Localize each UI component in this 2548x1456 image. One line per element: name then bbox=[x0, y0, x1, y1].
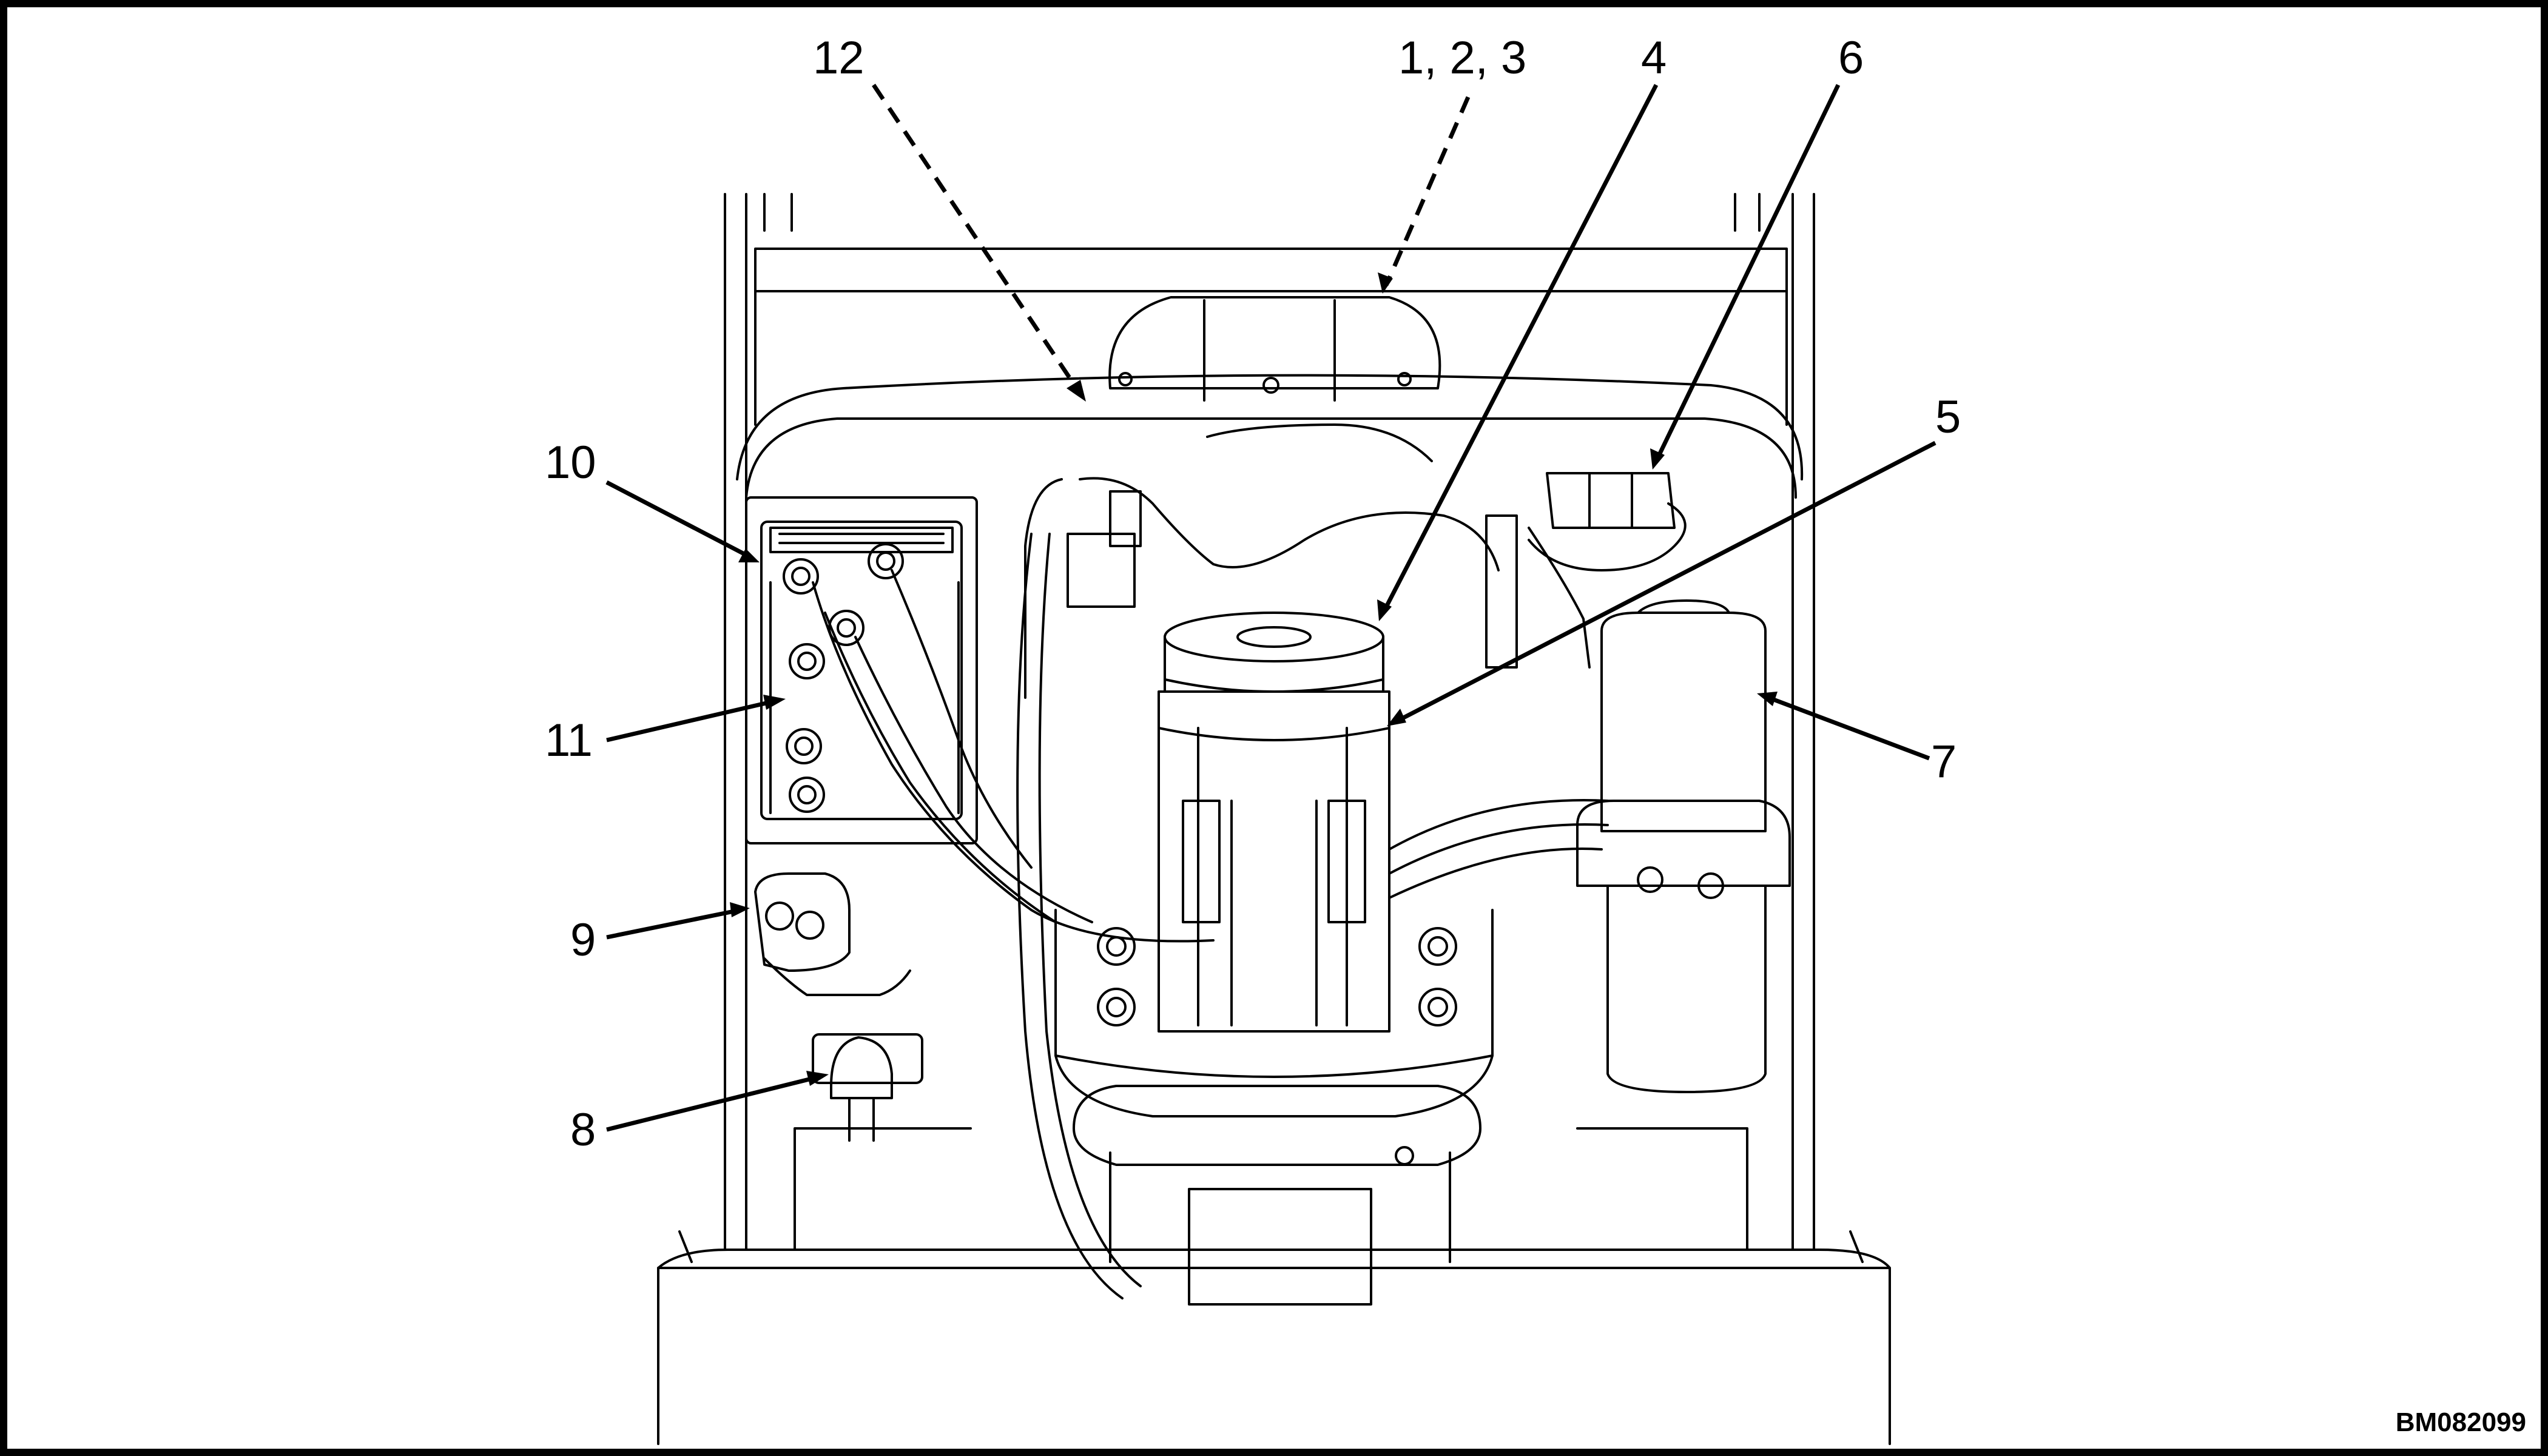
cable-bundle bbox=[812, 569, 1215, 943]
callout-7: 7 bbox=[1931, 736, 1957, 787]
contactor bbox=[754, 872, 851, 972]
figure-id: BM082099 bbox=[2395, 1407, 2526, 1437]
leader-7 bbox=[1764, 694, 1930, 761]
leader-5 bbox=[1394, 440, 1936, 724]
callout-6: 6 bbox=[1838, 32, 1864, 84]
leader-10 bbox=[605, 480, 753, 561]
callout-12: 12 bbox=[813, 32, 864, 84]
leader-4 bbox=[1381, 84, 1659, 614]
callout-1-2-3: 1, 2, 3 bbox=[1398, 32, 1527, 84]
leader-8 bbox=[606, 1074, 820, 1132]
motor-cover bbox=[1108, 296, 1441, 389]
access-panel bbox=[745, 417, 1797, 499]
motor-top bbox=[1164, 612, 1384, 662]
pump-motor bbox=[1600, 612, 1767, 832]
controller bbox=[760, 521, 963, 820]
leader-lines bbox=[605, 84, 1936, 1132]
leader-6 bbox=[1654, 84, 1841, 462]
callout-4: 4 bbox=[1641, 32, 1667, 84]
callout-11: 11 bbox=[545, 715, 593, 766]
callout-9: 9 bbox=[570, 914, 596, 966]
base-plate bbox=[657, 1249, 1891, 1445]
leader-12 bbox=[872, 84, 1082, 394]
callout-8: 8 bbox=[570, 1104, 596, 1156]
callout-10: 10 bbox=[545, 437, 596, 488]
leader-123 bbox=[1384, 96, 1471, 286]
controller-plate bbox=[745, 496, 978, 844]
leader-arrowheads bbox=[730, 272, 1778, 1086]
callout-5: 5 bbox=[1935, 391, 1961, 443]
leader-9 bbox=[606, 908, 741, 940]
pump-reservoir bbox=[1606, 885, 1767, 1093]
upper-wiring bbox=[1024, 477, 1500, 699]
horn bbox=[830, 1036, 893, 1099]
truck-drawing bbox=[657, 193, 1891, 1445]
top-panel bbox=[754, 248, 1788, 426]
leader-11 bbox=[606, 698, 777, 743]
motor-body bbox=[1158, 690, 1390, 1033]
drive-unit bbox=[1054, 909, 1494, 1117]
relay-module bbox=[1546, 472, 1676, 529]
